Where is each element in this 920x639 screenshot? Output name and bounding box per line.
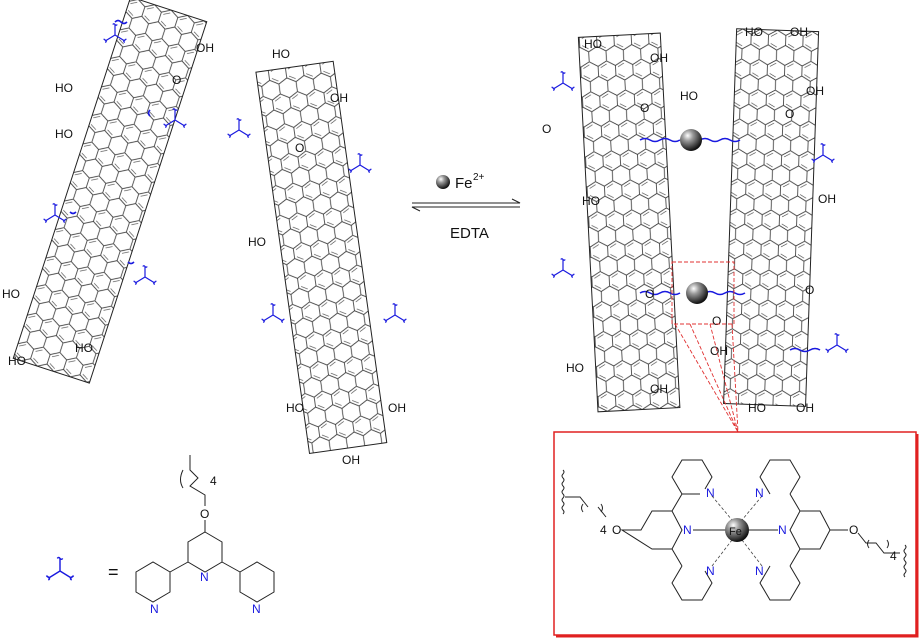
equals-sign: = [108, 562, 119, 582]
terpyridine-linker-icon [348, 153, 372, 174]
terpyridine-linker-icon [825, 333, 849, 354]
hydroxyl-label: OH [796, 401, 814, 415]
hydroxyl-label: HO [2, 287, 20, 301]
pyridine-nitrogen-label: N [706, 564, 715, 578]
hydroxyl-label: HO [745, 25, 763, 39]
pyridine-nitrogen-label: N [150, 602, 159, 616]
edta-reagent-label: EDTA [450, 225, 489, 242]
hydroxyl-label: HO [8, 354, 26, 368]
iron-charge-label: 2+ [473, 172, 485, 183]
epoxide-oxygen-label: O [295, 141, 304, 155]
hydroxyl-label: HO [75, 341, 93, 355]
pyridine-nitrogen-label: N [252, 602, 261, 616]
epoxide-oxygen-label: O [172, 73, 181, 87]
pyridine-nitrogen-label: N [778, 523, 787, 537]
hydroxyl-label: OH [818, 192, 836, 206]
hydroxyl-label: OH [330, 91, 348, 105]
repeat-count-label: 4 [890, 549, 897, 563]
pyridine-nitrogen-label: N [755, 486, 764, 500]
iron-complex-sphere-icon [680, 129, 702, 151]
pyridine-nitrogen-label: N [706, 486, 715, 500]
hydroxyl-label: OH [710, 344, 728, 358]
iron-ion-sphere-icon [436, 175, 450, 189]
hydroxyl-label: HO [582, 194, 600, 208]
ether-oxygen-label: O [849, 523, 858, 537]
iron-complex-sphere-icon [686, 282, 708, 304]
iron-atom-label: Fe [729, 526, 742, 538]
hydroxyl-label: OH [650, 382, 668, 396]
hydroxyl-label: HO [748, 401, 766, 415]
hydroxyl-label: HO [680, 89, 698, 103]
graphene-sheet-left: OH O HO HO HO HO HO [2, 0, 214, 384]
epoxide-oxygen-label: O [640, 101, 649, 115]
hydroxyl-label: HO [248, 235, 266, 249]
carbonyl-oxygen-label: O [542, 122, 551, 136]
hydroxyl-label: OH [790, 25, 808, 39]
repeat-count-label: 4 [600, 523, 607, 537]
terpyridine-linker-icon [551, 71, 575, 92]
terpyridine-linker-icon [811, 143, 835, 164]
iron-reagent-label: Fe [455, 175, 473, 192]
ether-oxygen-label: O [612, 523, 621, 537]
hydroxyl-label: OH [806, 84, 824, 98]
pyridine-nitrogen-label: N [200, 570, 209, 584]
crosslinked-graphene-assembly: HO OH O O HO O HO OH HO OH HO OH O OH O … [542, 25, 849, 433]
repeat-count-label: 4 [210, 474, 217, 488]
ether-oxygen-label: O [200, 507, 209, 521]
terpyridine-linker-icon [551, 258, 575, 279]
hydroxyl-label: OH [650, 51, 668, 65]
hydroxyl-label: HO [584, 37, 602, 51]
hydroxyl-label: HO [55, 81, 73, 95]
epoxide-oxygen-label: O [785, 107, 794, 121]
linker-legend: = 4 O N N N [45, 455, 275, 616]
pyridine-nitrogen-label: N [683, 523, 692, 537]
terpyridine-linker-icon [261, 303, 285, 324]
terpyridine-linker-icon [45, 556, 75, 581]
hydroxyl-label: OH [196, 41, 214, 55]
iron-bis-terpyridine-detail-box: 4 O N N N Fe N N N O 4 [553, 431, 919, 638]
iron-center-sphere-icon [725, 518, 749, 542]
graphene-sheet-middle: HO OH O HO HO OH OH [227, 47, 407, 467]
hydroxyl-label: HO [272, 47, 290, 61]
zoom-region-marker [671, 261, 735, 325]
hydroxyl-label: HO [566, 361, 584, 375]
hydroxyl-label: OH [388, 401, 406, 415]
carbonyl-oxygen-label: O [712, 314, 721, 328]
epoxide-oxygen-label: O [805, 283, 814, 297]
hydroxyl-label: HO [286, 401, 304, 415]
pyridine-nitrogen-label: N [755, 564, 764, 578]
terpyridine-linker-icon [227, 118, 251, 139]
epoxide-oxygen-label: O [645, 287, 654, 301]
terpyridine-linker-icon [383, 303, 407, 324]
reversible-reaction-arrow: Fe 2+ EDTA [411, 172, 521, 242]
hydroxyl-label: HO [55, 127, 73, 141]
terpyridine-linker-icon [133, 265, 157, 286]
hydroxyl-label: OH [342, 453, 360, 467]
